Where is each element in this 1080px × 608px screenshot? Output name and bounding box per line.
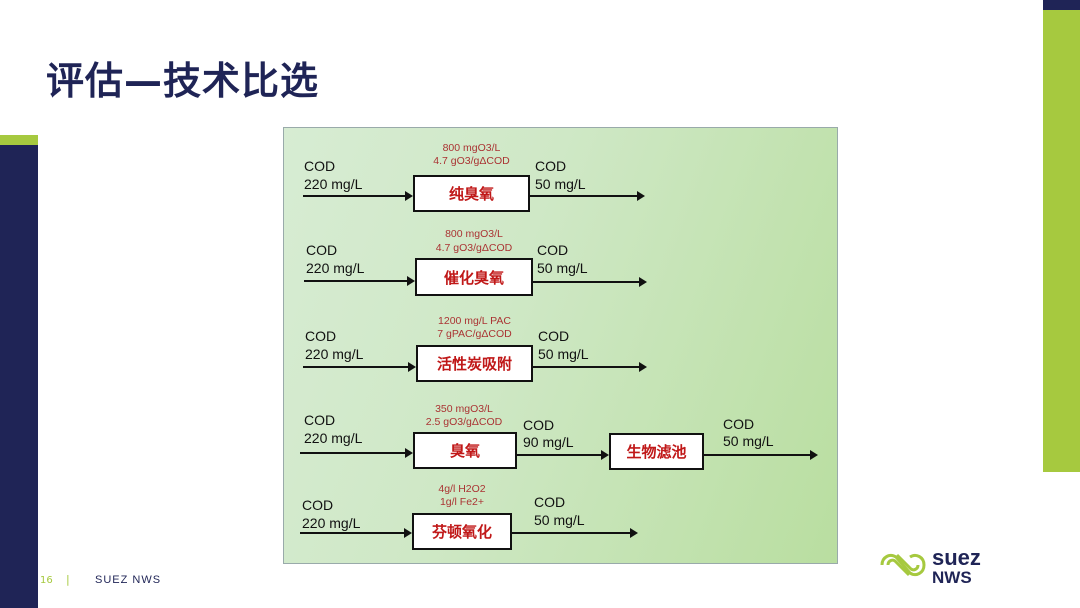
logo-line1: suez xyxy=(932,545,981,570)
row4-note1: 350 mgO3/L xyxy=(435,403,493,415)
row5-input-label: COD xyxy=(302,497,334,513)
row4-mid-arrow xyxy=(517,450,609,460)
row1-note1: 800 mgO3/L xyxy=(442,142,501,154)
row4-output-label: COD xyxy=(723,416,755,432)
slide-title: 评估—技术比选 xyxy=(46,59,320,103)
row5-output-value: 50 mg/L xyxy=(534,512,585,528)
row5-output-arrow xyxy=(512,528,638,538)
left-accent-bar xyxy=(0,145,38,608)
row2-input-label: COD xyxy=(306,242,338,258)
row2-output-label: COD xyxy=(537,242,569,258)
logo-line2: NWS xyxy=(932,568,972,587)
row5-note2: 1g/l Fe2+ xyxy=(439,496,485,508)
footer-separator: | xyxy=(66,573,70,586)
row1-input-value: 220 mg/L xyxy=(304,176,363,192)
suez-logo-text: suez NWS xyxy=(932,545,981,588)
row4-note2: 2.5 gO3/gΔCOD xyxy=(425,416,503,428)
row4-input-label: COD xyxy=(304,412,336,428)
process-diagram xyxy=(283,127,838,564)
row4-input-value: 220 mg/L xyxy=(304,430,363,446)
row3-process-box: 活性炭吸附 xyxy=(416,345,533,382)
row5-process-box: 芬顿氧化 xyxy=(412,513,512,550)
row5-input-value: 220 mg/L xyxy=(302,515,361,531)
row4-process-box: 臭氧 xyxy=(413,432,517,469)
row5-input-arrow xyxy=(300,528,412,538)
row3-output-value: 50 mg/L xyxy=(538,346,589,362)
row1-note2: 4.7 gO3/gΔCOD xyxy=(433,155,510,167)
row4-process2-box: 生物滤池 xyxy=(609,433,704,470)
row1-output-arrow xyxy=(530,191,645,201)
row3-input-value: 220 mg/L xyxy=(305,346,364,362)
row2-input-arrow xyxy=(304,276,415,286)
right-accent-stripe xyxy=(1043,0,1080,10)
row5-note1: 4g/l H2O2 xyxy=(438,483,486,495)
row3-input-arrow xyxy=(303,362,416,372)
row2-output-value: 50 mg/L xyxy=(537,260,588,276)
row1-input-arrow xyxy=(303,191,413,201)
row2-note1: 800 mgO3/L xyxy=(445,228,503,240)
row3-output-label: COD xyxy=(538,328,570,344)
row1-input-label: COD xyxy=(304,158,336,174)
row2-note2: 4.7 gO3/gΔCOD xyxy=(435,242,513,254)
row2-process-box: 催化臭氧 xyxy=(415,258,533,296)
row4-output-value: 50 mg/L xyxy=(723,433,774,449)
row5-output-label: COD xyxy=(534,494,566,510)
row1-output-value: 50 mg/L xyxy=(535,176,586,192)
footer-brand: SUEZ NWS xyxy=(95,574,162,586)
row2-output-arrow xyxy=(533,277,647,287)
page-number: 16 xyxy=(40,575,53,586)
row3-input-label: COD xyxy=(305,328,337,344)
row3-note1: 1200 mg/L PAC xyxy=(438,315,511,327)
row1-process-box: 纯臭氧 xyxy=(413,175,530,212)
row4-mid-label: COD xyxy=(523,417,555,433)
row4-output-arrow xyxy=(704,450,818,460)
left-accent-stripe xyxy=(0,135,38,145)
row4-input-arrow xyxy=(300,448,413,458)
row3-note2: 7 gPAC/gΔCOD xyxy=(437,328,512,340)
row4-mid-value: 90 mg/L xyxy=(523,434,574,450)
suez-logo-icon xyxy=(880,553,926,577)
row3-output-arrow xyxy=(533,362,647,372)
row1-output-label: COD xyxy=(535,158,567,174)
row2-input-value: 220 mg/L xyxy=(306,260,365,276)
right-accent-bar xyxy=(1043,10,1080,472)
